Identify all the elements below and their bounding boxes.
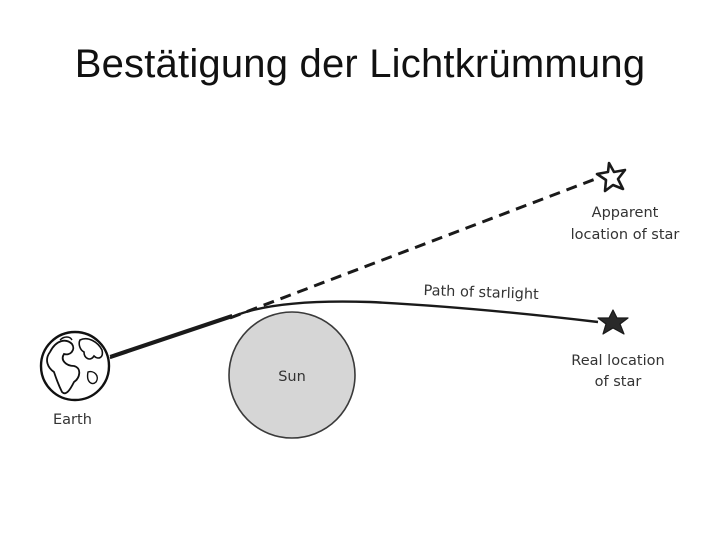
filled-star-icon [598, 310, 628, 334]
outline-star-icon [597, 163, 625, 191]
real-label-line2: of star [595, 374, 642, 390]
apparent-label-line1: Apparent [592, 205, 659, 221]
starlight-path-thick [110, 315, 232, 356]
sun-label: Sun [278, 369, 306, 385]
real-star: Real location of star [571, 310, 664, 390]
real-label-line1: Real location [571, 353, 664, 369]
starlight-path [110, 302, 598, 358]
apparent-star: Apparent location of star [571, 163, 680, 243]
earth-label: Earth [53, 412, 92, 428]
globe-icon [41, 332, 109, 400]
apparent-label-line2: location of star [571, 227, 680, 243]
apparent-sightline [230, 178, 598, 318]
path-label: Path of starlight [423, 283, 539, 303]
sun: Sun [229, 312, 355, 438]
earth: Earth [41, 332, 109, 428]
